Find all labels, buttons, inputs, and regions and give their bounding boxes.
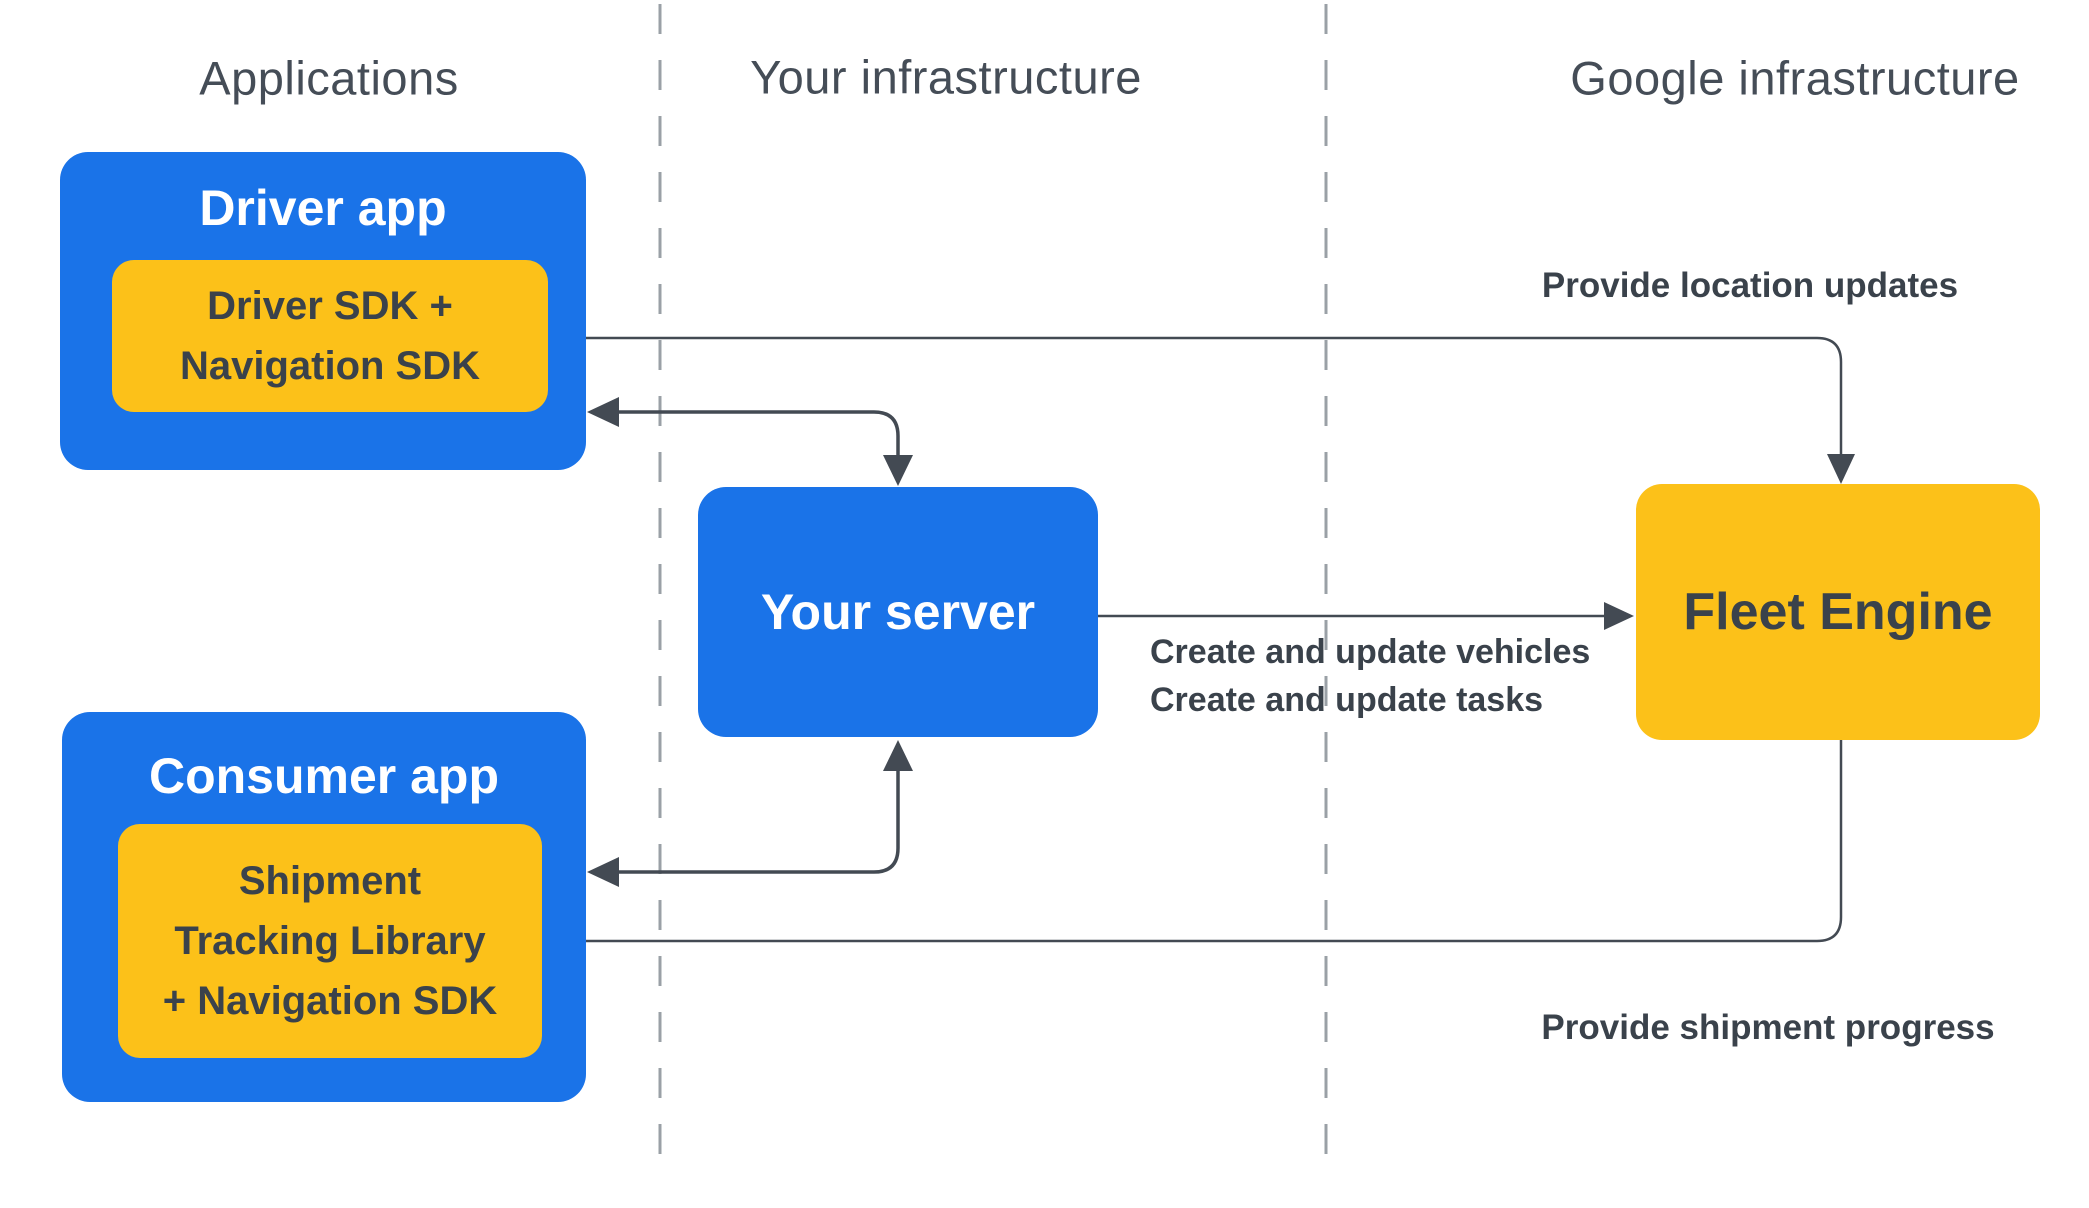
label-create-and-update: Create and update vehicles Create and up…: [1150, 628, 1590, 724]
node-fleet-engine: Fleet Engine: [1636, 484, 2040, 740]
arrowhead-into-your-server-top: [883, 455, 913, 486]
your-server-title: Your server: [760, 584, 1036, 640]
node-shipment-tracking-library: Shipment Tracking Library + Navigation S…: [118, 824, 542, 1058]
edge-shipment-progress: [576, 740, 1843, 943]
fleet-engine-title: Fleet Engine: [1683, 583, 1993, 641]
label-create-update-vehicles: Create and update vehicles: [1150, 633, 1591, 671]
arrowhead-into-your-server-bottom: [883, 740, 913, 771]
shipment-library-label-line3: + Navigation SDK: [162, 979, 498, 1023]
arrowhead-into-consumer-app: [587, 857, 619, 887]
arrowhead-into-driver-app: [587, 397, 619, 427]
node-your-server: Your server: [698, 487, 1098, 737]
arrowhead-into-fleet-engine-left: [1604, 602, 1634, 630]
consumer-app-title: Consumer app: [148, 748, 500, 804]
label-create-update-tasks: Create and update tasks: [1150, 681, 1544, 719]
node-driver-sdk: Driver SDK + Navigation SDK: [112, 260, 548, 412]
shipment-library-label-line1: Shipment: [238, 859, 422, 903]
label-provide-location-updates: Provide location updates: [1541, 266, 1959, 305]
shipment-library-label-line2: Tracking Library: [174, 919, 486, 963]
label-provide-shipment-progress: Provide shipment progress: [1541, 1008, 1995, 1047]
driver-app-title: Driver app: [199, 180, 447, 236]
arrowhead-into-fleet-engine-top: [1827, 454, 1855, 484]
column-header-applications: Applications: [199, 51, 459, 105]
edge-location-updates: [578, 336, 1843, 456]
column-header-google-infrastructure: Google infrastructure: [1570, 51, 2020, 105]
edge-driver-app-your-server: [617, 410, 900, 456]
driver-sdk-label-line1: Driver SDK +: [207, 284, 453, 328]
edge-consumer-app-your-server: [617, 770, 900, 874]
driver-sdk-label-line2: Navigation SDK: [179, 344, 481, 388]
column-header-your-infrastructure: Your infrastructure: [750, 50, 1142, 104]
